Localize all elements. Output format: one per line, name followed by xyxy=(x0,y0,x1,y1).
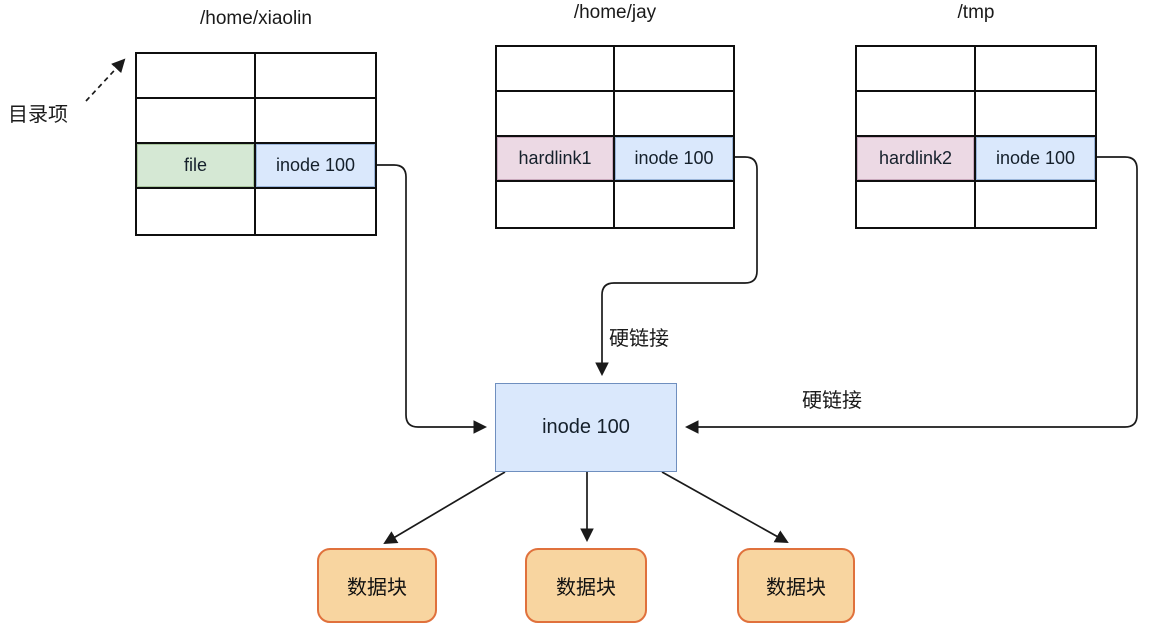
dir-cell xyxy=(137,54,256,99)
connector-file-to-inode xyxy=(377,164,488,434)
dir-cell xyxy=(857,182,976,227)
connector-inode-to-block3 xyxy=(661,471,789,543)
inode-node: inode 100 xyxy=(495,383,677,472)
dir-cell xyxy=(137,189,256,234)
directory-entry-label: 目录项 xyxy=(8,104,68,126)
data-block-3: 数据块 xyxy=(737,548,855,623)
dir-table-home-jay: hardlink1 inode 100 xyxy=(495,45,735,229)
file-name-cell: file xyxy=(137,144,256,189)
dir-table-home-xiaolin: file inode 100 xyxy=(135,52,377,236)
dir-cell xyxy=(857,92,976,137)
dir-title-home-jay: /home/jay xyxy=(573,2,657,23)
connector-inode-to-block1 xyxy=(383,471,506,545)
dir-cell xyxy=(976,47,1095,92)
dir-cell xyxy=(976,182,1095,227)
inode-ref-cell: inode 100 xyxy=(615,137,733,182)
hardlink-label-top: 硬链接 xyxy=(609,328,669,350)
dir-cell xyxy=(615,92,733,137)
dir-cell xyxy=(137,99,256,144)
hardlink-label-right: 硬链接 xyxy=(802,390,862,412)
dir-cell xyxy=(256,189,375,234)
dir-title-tmp: /tmp xyxy=(957,2,995,23)
dir-title-home-xiaolin: /home/xiaolin xyxy=(200,8,312,29)
data-block-1: 数据块 xyxy=(317,548,437,623)
inode-ref-cell: inode 100 xyxy=(256,144,375,189)
file-name-cell: hardlink2 xyxy=(857,137,976,182)
file-name-cell: hardlink1 xyxy=(497,137,615,182)
dir-table-tmp: hardlink2 inode 100 xyxy=(855,45,1097,229)
dir-cell xyxy=(857,47,976,92)
dir-cell xyxy=(497,92,615,137)
directory-entry-pointer-arrow xyxy=(85,58,126,102)
inode-ref-cell: inode 100 xyxy=(976,137,1095,182)
dir-cell xyxy=(497,47,615,92)
dir-cell xyxy=(256,99,375,144)
dir-cell xyxy=(256,54,375,99)
data-block-2: 数据块 xyxy=(525,548,647,623)
dir-cell xyxy=(615,182,733,227)
dir-cell xyxy=(615,47,733,92)
dir-cell xyxy=(497,182,615,227)
dir-cell xyxy=(976,92,1095,137)
